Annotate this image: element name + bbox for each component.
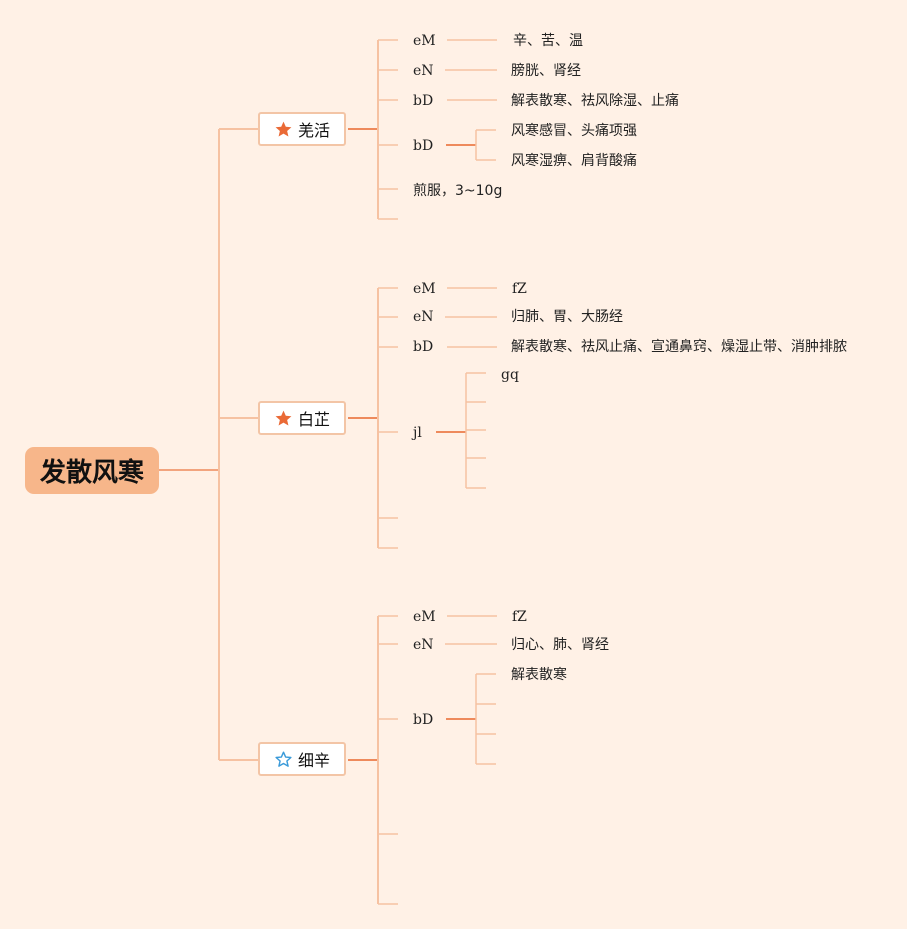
- property-value: 解表散寒、祛风止痛、宣通鼻窍、燥湿止带、消肿排脓: [511, 339, 847, 355]
- property-label: jl: [413, 425, 422, 441]
- star-outline-icon: [275, 751, 292, 767]
- herb-node-baizhi[interactable]: 白芷: [258, 401, 346, 435]
- property-value: 风寒感冒、头痛项强: [511, 123, 637, 139]
- herb-name: 白芷: [297, 410, 330, 429]
- property-value: 风寒湿痹、肩背酸痛: [511, 153, 637, 169]
- property-label: eN: [413, 309, 434, 325]
- property-label: eN: [413, 637, 434, 653]
- herb-node-xixin[interactable]: 细辛: [258, 742, 346, 776]
- star-filled-icon: [275, 121, 292, 137]
- property-value: 归肺、胃、大肠经: [511, 309, 623, 325]
- property-value: 解表散寒: [511, 667, 567, 683]
- dosage-label: 煎服，3~10g: [413, 183, 503, 199]
- property-label: bD: [413, 712, 434, 728]
- property-label: bD: [413, 138, 434, 154]
- herb-name: 细辛: [297, 751, 330, 770]
- property-value: fZ: [512, 281, 527, 297]
- property-value: 膀胱、肾经: [511, 63, 581, 79]
- herb-name: 羌活: [297, 121, 330, 140]
- property-value: 解表散寒、祛风除湿、止痛: [511, 93, 679, 109]
- property-label: bD: [413, 93, 434, 109]
- property-value: 归心、肺、肾经: [511, 637, 609, 653]
- star-filled-icon: [275, 410, 292, 426]
- property-label: bD: [413, 339, 434, 355]
- herb-node-qianghuo[interactable]: 羌活: [258, 112, 346, 146]
- property-value: 辛、苦、温: [513, 33, 583, 49]
- property-label: eM: [413, 33, 436, 49]
- property-value: fZ: [512, 609, 527, 625]
- root-topic[interactable]: 发散风寒: [25, 447, 159, 494]
- property-label: eN: [413, 63, 434, 79]
- property-value: gq: [501, 367, 519, 383]
- property-label: eM: [413, 281, 436, 297]
- property-label: eM: [413, 609, 436, 625]
